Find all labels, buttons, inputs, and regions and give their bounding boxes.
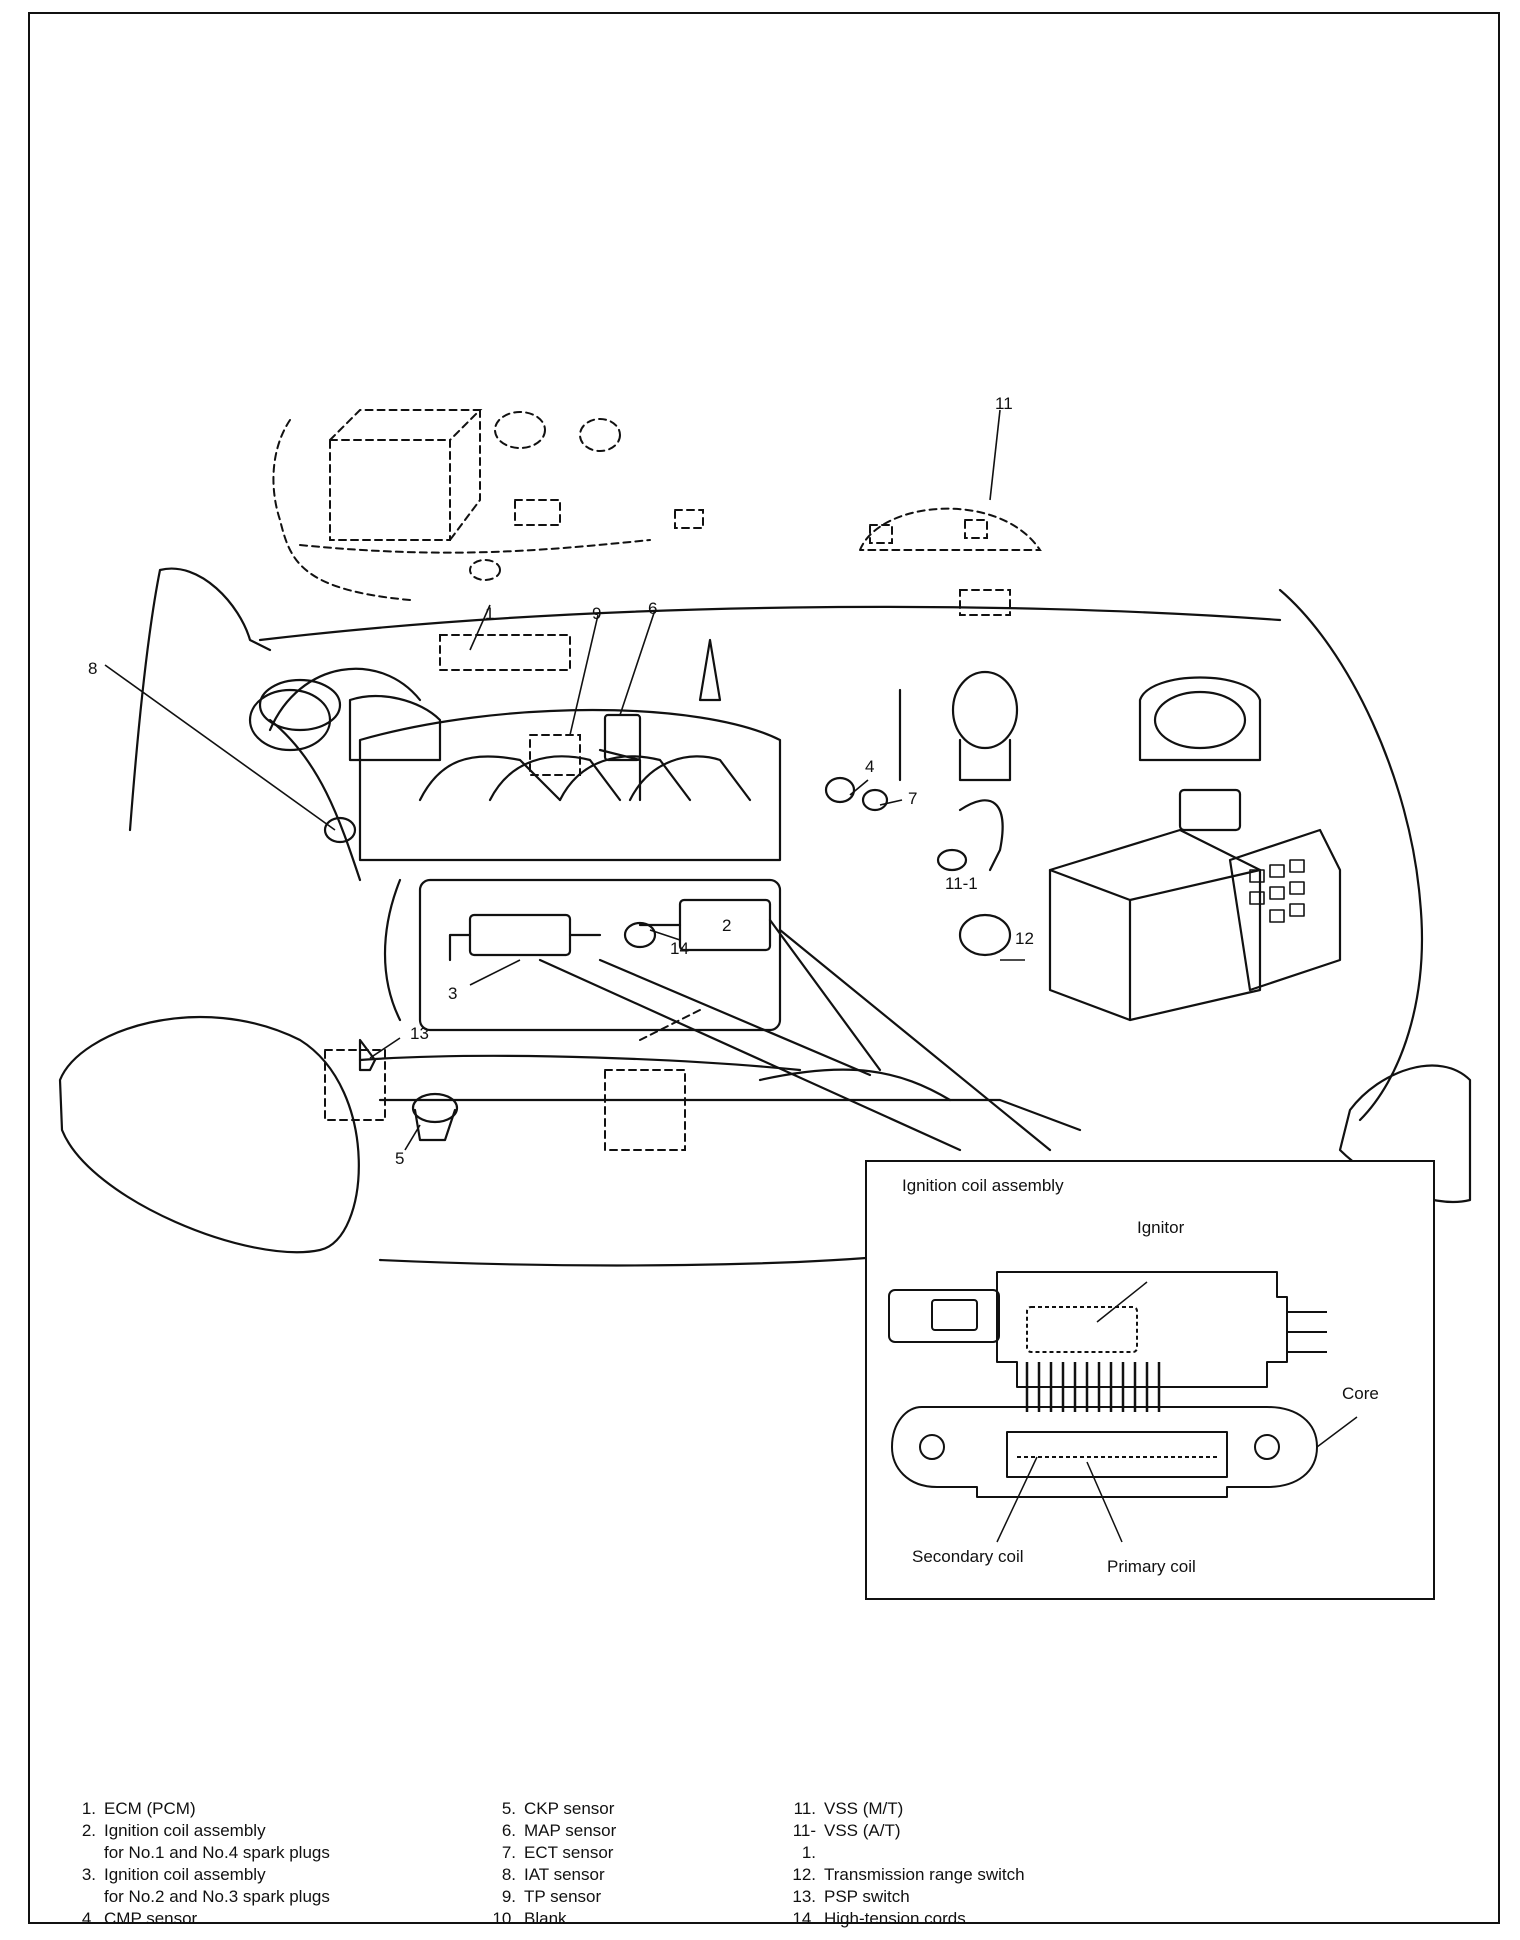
callout-11-1: 11-1 <box>945 874 978 893</box>
legend-item: 11-1.VSS (A/T) <box>792 1821 901 1862</box>
tp-sensor <box>529 734 581 776</box>
callout-12: 12 <box>1015 929 1034 948</box>
legend-item: for No.1 and No.4 spark plugs <box>104 1843 330 1862</box>
left-headlight <box>58 1015 360 1254</box>
legend-item: 2.Ignition coil assembly <box>81 1821 266 1840</box>
callout-8: 8 <box>88 659 98 678</box>
callout-7: 7 <box>908 789 918 808</box>
ignitor-label: Ignitor <box>1137 1218 1185 1237</box>
legend-item: 7.ECT sensor <box>501 1843 614 1862</box>
callout-6: 6 <box>648 599 658 618</box>
callout-13: 13 <box>410 1024 429 1043</box>
callout-4: 4 <box>865 757 875 776</box>
callout-9: 9 <box>592 604 602 623</box>
legend-item: 8.IAT sensor <box>501 1865 605 1884</box>
legend-item: 1.ECM (PCM) <box>81 1799 196 1818</box>
callout-11: 11 <box>995 394 1013 413</box>
callout-1: 1 <box>485 604 495 623</box>
legend-item: 11.VSS (M/T) <box>793 1799 904 1818</box>
legend-item: 12.Transmission range switch <box>792 1865 1025 1884</box>
legend-item: 13.PSP switch <box>792 1887 910 1906</box>
legend-item: 5.CKP sensor <box>501 1799 615 1818</box>
legend-column-1: 1.ECM (PCM) 2.Ignition coil assembly for… <box>60 1798 330 1930</box>
legend-item: 10.Blank <box>492 1909 567 1928</box>
legend-column-2: 5.CKP sensor 6.MAP sensor 7.ECT sensor 8… <box>480 1798 616 1930</box>
legend-item: 14.High-tension cords <box>792 1909 966 1928</box>
ignition-coil-inset: Ignition coil assembly <box>865 1160 1435 1600</box>
ignition-coil-drawing <box>888 1271 1358 1543</box>
map-sensor <box>603 713 642 762</box>
legend-item: for No.2 and No.3 spark plugs <box>104 1887 330 1906</box>
legend-item: 9.TP sensor <box>501 1887 602 1906</box>
inset-title: Ignition coil assembly <box>902 1176 1064 1195</box>
legend-item: 6.MAP sensor <box>501 1821 617 1840</box>
legend-column-3: 11.VSS (M/T) 11-1.VSS (A/T) 12.Transmiss… <box>780 1798 1025 1930</box>
callout-3: 3 <box>448 984 458 1003</box>
page-frame <box>28 12 1500 1924</box>
core-label: Core <box>1342 1384 1379 1403</box>
ignition-coil-3 <box>468 913 572 957</box>
secondary-coil-label: Secondary coil <box>912 1547 1024 1566</box>
primary-coil-label: Primary coil <box>1107 1557 1196 1576</box>
legend-item: 4.CMP sensor <box>81 1909 198 1928</box>
legend-item: 3.Ignition coil assembly <box>81 1865 266 1884</box>
callout-14: 14 <box>670 939 689 958</box>
callout-2: 2 <box>722 916 732 935</box>
callout-5: 5 <box>395 1149 405 1168</box>
